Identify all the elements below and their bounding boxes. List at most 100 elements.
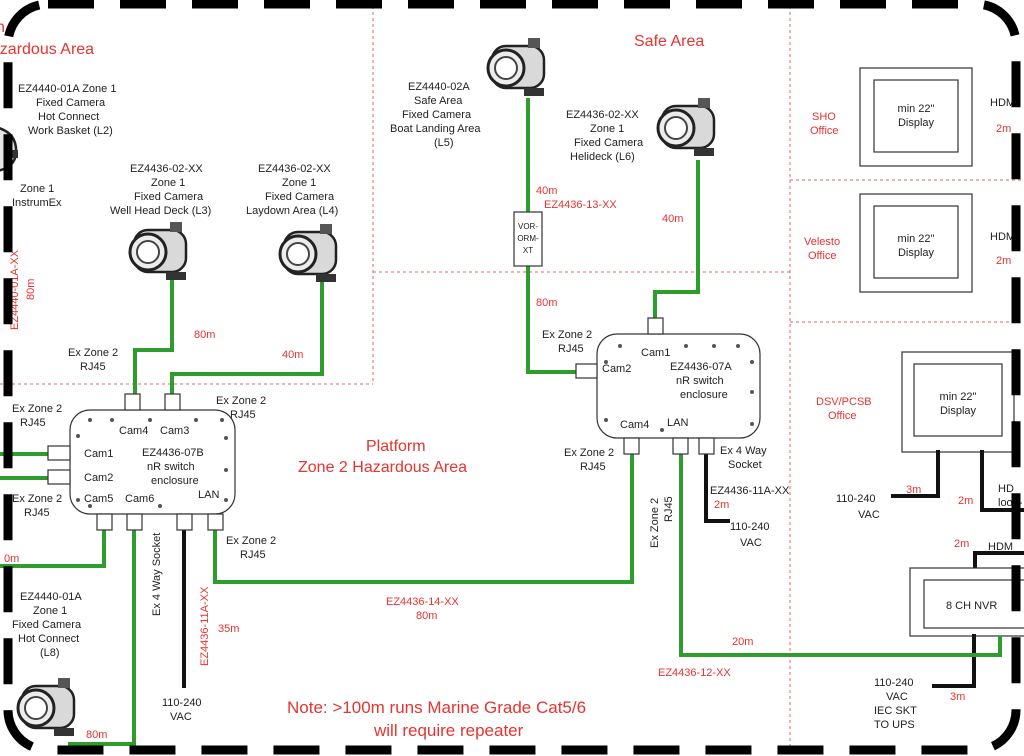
hdmi-loop-1: HD [998, 483, 1014, 495]
camera-icon [278, 224, 338, 282]
len-l5-top: 40m [536, 185, 557, 197]
svg-text:Ex Zone 2: Ex Zone 2 [649, 498, 661, 548]
office-sho-1: SHO [812, 111, 836, 123]
office-sho-2: Office [810, 125, 839, 137]
switch-a-lan: LAN [667, 417, 688, 429]
camera-l8-text-3: Fixed Camera [12, 619, 82, 631]
camera-l3-text-1: EZ4436-02-XX [130, 163, 203, 175]
svg-text:RJ45: RJ45 [230, 409, 256, 421]
note-line-1: Note: >100m runs Marine Grade Cat5/6 [287, 698, 586, 717]
camera-l8-text-1: EZ4440-01A [20, 591, 82, 603]
switch-a-cam2: Cam2 [602, 363, 631, 375]
camera-l5-text-1: EZ4440-02A [408, 81, 470, 93]
len-l4: 40m [282, 349, 303, 361]
dsv-power-2: VAC [858, 509, 880, 521]
camera-l5-text-2: Safe Area [414, 95, 463, 107]
len-lan-link: 80m [416, 610, 437, 622]
svg-text:RJ45: RJ45 [80, 361, 106, 373]
svg-text:Display: Display [898, 247, 935, 259]
camera-l5-text-5: (L5) [434, 137, 454, 149]
camera-l5-text-3: Fixed Camera [402, 109, 472, 121]
svg-text:min 22": min 22" [898, 233, 935, 245]
cable-code-12: EZ4436-12-XX [658, 667, 731, 679]
svg-text:RJ45: RJ45 [558, 343, 584, 355]
camera-l3-text-4: Well Head Deck (L3) [110, 205, 211, 217]
camera-l2-text-2: Fixed Camera [36, 97, 106, 109]
camera-l2-text-4: Work Basket (L2) [28, 125, 113, 137]
len-socket-a: 2m [714, 499, 729, 511]
display-dsv: min 22" Display [901, 351, 1015, 453]
switch-b-cam3: Cam3 [160, 425, 189, 437]
dsv-power-1: 110-240 [836, 493, 876, 505]
socket-a-power-2: VAC [740, 537, 762, 549]
camera-l6-text-1: EZ4436-02-XX [566, 109, 639, 121]
cable-code-11-b: EZ4436-11A-XX [199, 586, 211, 666]
len-l8: 80m [86, 729, 107, 741]
office-velesto-2: Office [808, 250, 837, 262]
switch-b-title-1: EZ4436-07B [142, 447, 204, 459]
camera-icon [16, 678, 76, 736]
switch-b-title-2: nR switch [147, 461, 195, 473]
ups-3m-label: 3m [950, 691, 965, 703]
switch-b-cam4: Cam4 [119, 425, 148, 437]
camera-icon [486, 38, 546, 96]
len-l3: 80m [194, 329, 215, 341]
switch-b-lan: LAN [198, 489, 219, 501]
camera-l8-text-5: (L8) [40, 647, 60, 659]
svg-text:Ex Zone 2: Ex Zone 2 [68, 347, 118, 359]
nvr-label: 8 CH NVR [946, 600, 997, 612]
len-socket-b: 35m [218, 623, 239, 635]
ups-2: VAC [886, 691, 908, 703]
display-velesto: min 22" Display [859, 193, 973, 293]
socket-b-label: Ex 4 Way Socket [151, 533, 163, 616]
len-cam5: 0m [4, 553, 19, 565]
office-dsv-2: Office [828, 410, 857, 422]
camera-l8-text-4: Hot Connect [18, 633, 79, 645]
camera-l2-text-3: Hot Connect [38, 111, 99, 123]
switch-b-cam6: Cam6 [125, 493, 154, 505]
switch-a-cam1: Cam1 [641, 347, 670, 359]
switch-a-title-2: nR switch [676, 375, 724, 387]
left-cable-length: 80m [25, 279, 37, 300]
switch-b-cam2: Cam2 [84, 472, 113, 484]
len-l5-bottom: 80m [536, 297, 557, 309]
ups-4: TO UPS [874, 719, 915, 731]
svg-text:Ex Zone 2: Ex Zone 2 [542, 329, 592, 341]
svg-text:RJ45: RJ45 [663, 496, 675, 522]
zone-title-hazardous-1: n [0, 19, 5, 36]
switch-b-cam1: Cam1 [84, 448, 113, 460]
svg-text:Ex Zone 2: Ex Zone 2 [564, 447, 614, 459]
nvr-2m-label: 2m [954, 538, 969, 550]
sho-2m-label: 2m [996, 123, 1011, 135]
display-sho: min 22" Display [859, 67, 973, 167]
zone-title-platform-1: Platform [366, 438, 426, 455]
outer-dashed-frame [3, 0, 1021, 755]
velesto-2m-label: 2m [996, 255, 1011, 267]
instrumex-text-1: Zone 1 [20, 183, 54, 195]
svg-text:Ex Zone 2: Ex Zone 2 [226, 535, 276, 547]
instrumex-text-2: InstrumEx [12, 197, 62, 209]
ups-3: IEC SKT [874, 705, 917, 717]
svg-text:min 22": min 22" [940, 391, 977, 403]
socket-a-label-1: Ex 4 Way [720, 445, 767, 457]
cable-code-11-a: EZ4436-11A-XX [710, 485, 790, 497]
camera-l6-text-2: Zone 1 [590, 123, 624, 135]
camera-l6-text-3: Fixed Camera [574, 137, 644, 149]
zone-title-platform-2: Zone 2 Hazardous Area [298, 459, 467, 476]
socket-b-power-1: 110-240 [162, 697, 202, 709]
camera-l4-text-4: Laydown Area (L4) [246, 205, 338, 217]
svg-text:RJ45: RJ45 [20, 417, 46, 429]
note-line-2: will require repeater [373, 721, 524, 740]
black-cables [182, 450, 730, 688]
dsv-3m-label: 3m [906, 484, 921, 496]
switch-enclosure-b [47, 393, 236, 531]
svg-text:min 22": min 22" [898, 103, 935, 115]
camera-icon [656, 98, 716, 156]
switch-b-title-3: enclosure [151, 475, 199, 487]
nvr-unit: 8 CH NVR [909, 567, 1024, 637]
nvr-hdmi-label: HDM [988, 541, 1013, 553]
